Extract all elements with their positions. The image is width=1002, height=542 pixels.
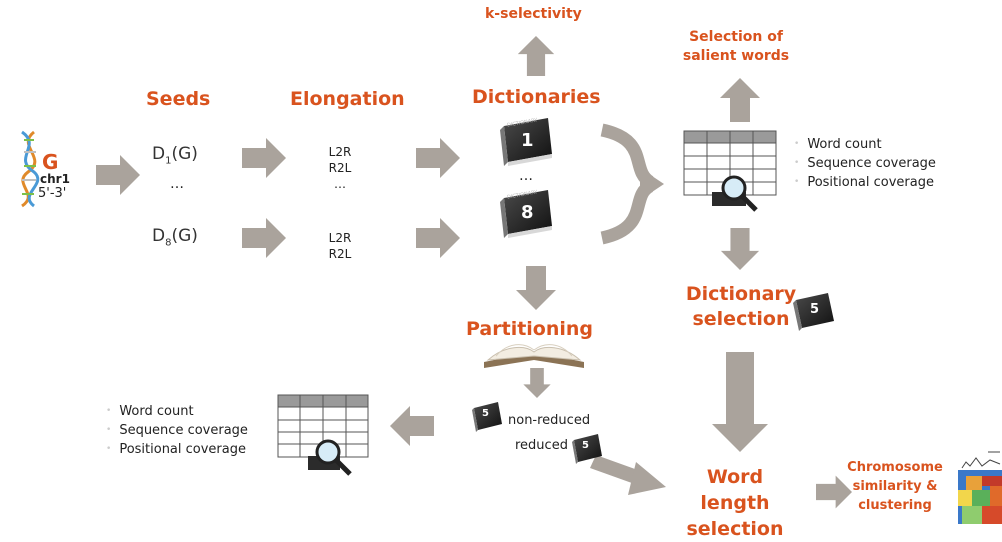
- book-8-number: 8: [521, 202, 534, 223]
- elong-r2l-8: R2L: [328, 247, 352, 261]
- seed-d8-sub: 8: [165, 237, 172, 249]
- partition-book-reduced-icon: [572, 434, 602, 464]
- arrow-table-to-salient: [720, 78, 760, 122]
- arrow-dictsel-to-wordlength: [712, 352, 768, 452]
- elongation-group-8: L2R R2L: [320, 230, 360, 262]
- merge-brace-arrow: [600, 123, 664, 245]
- header-dictionary-selection: Dictionary selection: [682, 282, 800, 332]
- diagram-graphics: [21, 36, 1002, 524]
- book-nonreduced-number: 5: [482, 408, 489, 419]
- elong-r2l-1: R2L: [328, 161, 352, 175]
- header-seeds: Seeds: [146, 88, 211, 110]
- seed-d1: D1(G): [152, 144, 198, 166]
- dict-sel-line-2: selection: [692, 308, 790, 330]
- seed-d1-arg: (G): [171, 144, 198, 164]
- header-salient-words: Selection of salient words: [666, 28, 806, 66]
- metrics-list-right: Word count Sequence coverage Positional …: [807, 136, 936, 193]
- metric-positional-coverage: Positional coverage: [119, 441, 248, 460]
- salient-line-2: salient words: [682, 48, 790, 64]
- label-non-reduced: non-reduced: [508, 413, 591, 428]
- header-chromosome-similarity: Chromosome similarity & clustering: [840, 458, 950, 515]
- metric-sequence-coverage: Sequence coverage: [807, 155, 936, 174]
- magnifier-icon-right: [712, 175, 758, 212]
- wl-line-1: Word length: [700, 466, 770, 514]
- metric-word-count: Word count: [807, 136, 936, 155]
- header-dictionaries: Dictionaries: [472, 86, 601, 108]
- dict-sel-line-1: Dictionary: [685, 283, 797, 305]
- seed-ellipsis: …: [170, 176, 184, 192]
- metric-word-count: Word count: [119, 403, 248, 422]
- arrow-partition-to-books: [523, 368, 551, 398]
- arrow-genome-to-seeds: [96, 155, 140, 195]
- magnifier-icon-left: [308, 439, 352, 476]
- header-k-selectivity: k-selectivity: [485, 6, 582, 22]
- dna-helix-icon: [21, 130, 40, 208]
- seed-d1-base: D: [152, 144, 166, 164]
- seed-d8-arg: (G): [171, 226, 198, 246]
- book-reduced-number: 5: [582, 440, 589, 451]
- chrom-line-1: Chromosome: [847, 460, 943, 475]
- arrow-seed8-to-elongation: [242, 218, 286, 258]
- header-elongation: Elongation: [290, 88, 405, 110]
- dictionary-book-8-icon: [500, 190, 552, 238]
- salient-line-1: Selection of: [689, 29, 783, 45]
- book-1-number: 1: [521, 130, 534, 151]
- dict-ellipsis: …: [519, 168, 533, 184]
- word-table-left: [277, 394, 369, 458]
- header-word-length-selection: Word length selection: [670, 464, 800, 542]
- seed-d1-sub: 1: [165, 155, 172, 167]
- heatmap-thumbnail-icon: [958, 451, 1002, 524]
- arrow-seed1-to-elongation: [242, 138, 286, 178]
- book-selected-number: 5: [810, 302, 820, 317]
- arrow-reduced-to-wordlength: [590, 455, 666, 495]
- metrics-list-left: Word count Sequence coverage Positional …: [119, 403, 248, 460]
- seed-d8-base: D: [152, 226, 166, 246]
- elongation-group-1: L2R R2L …: [320, 144, 360, 192]
- open-book-icon: [484, 344, 584, 368]
- metric-sequence-coverage: Sequence coverage: [119, 422, 248, 441]
- arrow-elong8-to-dict: [416, 218, 460, 258]
- chrom-line-3: clustering: [858, 498, 932, 513]
- seed-d8: D8(G): [152, 226, 198, 248]
- arrow-elong1-to-dict: [416, 138, 460, 178]
- label-reduced: reduced: [515, 438, 568, 453]
- arrow-dict-to-kselect: [517, 36, 555, 76]
- dictionary-book-1-icon: [500, 118, 552, 166]
- dictionary-book-selected-icon: [793, 293, 834, 331]
- chromosome-label: chr1: [40, 172, 70, 186]
- elong-ellipsis: …: [334, 177, 346, 191]
- header-partitioning: Partitioning: [466, 318, 594, 340]
- arrow-dict-to-partition: [516, 266, 556, 310]
- chrom-line-2: similarity &: [852, 479, 938, 494]
- elong-l2r-8: L2R: [328, 231, 352, 245]
- partition-book-nonreduced-icon: [472, 402, 502, 432]
- strand-label: 5'-3': [38, 186, 67, 201]
- arrow-table-to-dictsel: [720, 228, 760, 270]
- metric-positional-coverage: Positional coverage: [807, 174, 936, 193]
- elong-l2r-1: L2R: [328, 145, 352, 159]
- genome-letter: G: [42, 150, 59, 174]
- arrow-books-to-table-left: [390, 406, 434, 446]
- wl-line-2: selection: [686, 518, 784, 540]
